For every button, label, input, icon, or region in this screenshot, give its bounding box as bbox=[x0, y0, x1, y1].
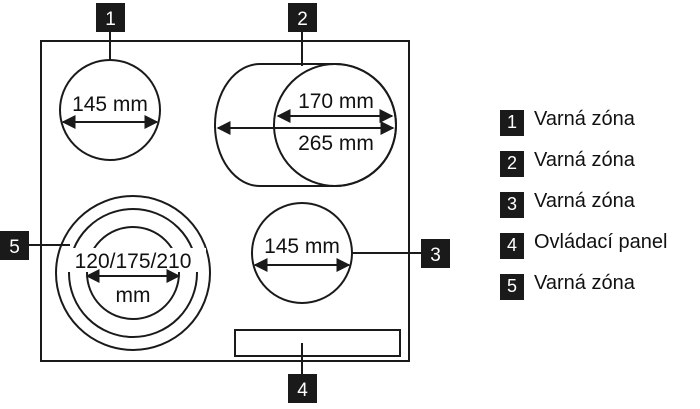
legend-text-4: Ovládací panel bbox=[534, 231, 668, 253]
cooking-zone-2: 170 mm 265 mm bbox=[214, 32, 397, 187]
legend-text-5: Varná zóna bbox=[534, 272, 635, 294]
zone-5-outer-ring bbox=[55, 195, 211, 351]
control-panel-rect bbox=[234, 329, 401, 357]
callout-badge-3: 3 bbox=[421, 239, 450, 268]
cooking-zone-3: 145 mm bbox=[251, 202, 422, 304]
legend-item-1: 1 Varná zóna bbox=[500, 103, 695, 136]
legend-badge-2: 2 bbox=[500, 150, 524, 177]
svg-text:3: 3 bbox=[430, 245, 441, 266]
zone-2-inner-size-label: 170 mm bbox=[298, 90, 374, 113]
zone-5-label-backdrop-1 bbox=[62, 248, 206, 272]
legend-badge-1: 1 bbox=[500, 109, 524, 136]
zone-2-inner-circle bbox=[273, 63, 397, 187]
legend-text-1: Varná zóna bbox=[534, 108, 635, 130]
legend-item-3: 3 Varná zóna bbox=[500, 185, 695, 218]
zone-5-size-label-line1: 120/175/210 bbox=[75, 250, 192, 273]
svg-text:4: 4 bbox=[297, 380, 308, 401]
cooking-zone-1: 145 mm bbox=[59, 32, 161, 161]
callout-badge-1: 1 bbox=[96, 3, 125, 32]
legend-text-3: Varná zóna bbox=[534, 190, 635, 212]
callout-badge-2: 2 bbox=[288, 3, 317, 32]
hob-outline bbox=[40, 40, 410, 362]
zone-2-outer-size-label: 265 mm bbox=[298, 132, 374, 155]
zone-5-size-label-line2: mm bbox=[116, 284, 151, 307]
zone-5-label-backdrop-2 bbox=[110, 281, 156, 305]
callout-badge-5: 5 bbox=[0, 231, 29, 260]
zone-2-oval bbox=[214, 63, 397, 187]
legend-text-2: Varná zóna bbox=[534, 149, 635, 171]
svg-text:5: 5 bbox=[9, 237, 20, 258]
legend-badge-4: 4 bbox=[500, 232, 524, 259]
legend-item-5: 5 Varná zóna bbox=[500, 267, 695, 300]
legend-badge-5: 5 bbox=[500, 273, 524, 300]
zone-3-size-label: 145 mm bbox=[264, 235, 340, 258]
control-panel bbox=[234, 329, 401, 374]
cooking-zone-5: 120/175/210 mm bbox=[28, 195, 211, 351]
legend: 1 Varná zóna 2 Varná zóna 3 Varná zóna 4… bbox=[500, 103, 695, 308]
zone-1-size-label: 145 mm bbox=[72, 93, 148, 116]
svg-text:2: 2 bbox=[297, 9, 308, 30]
legend-item-4: 4 Ovládací panel bbox=[500, 226, 695, 259]
legend-badge-3: 3 bbox=[500, 191, 524, 218]
svg-text:1: 1 bbox=[105, 9, 116, 30]
callout-badge-4: 4 bbox=[288, 374, 317, 403]
zone-5-middle-ring bbox=[68, 208, 198, 338]
legend-item-2: 2 Varná zóna bbox=[500, 144, 695, 177]
